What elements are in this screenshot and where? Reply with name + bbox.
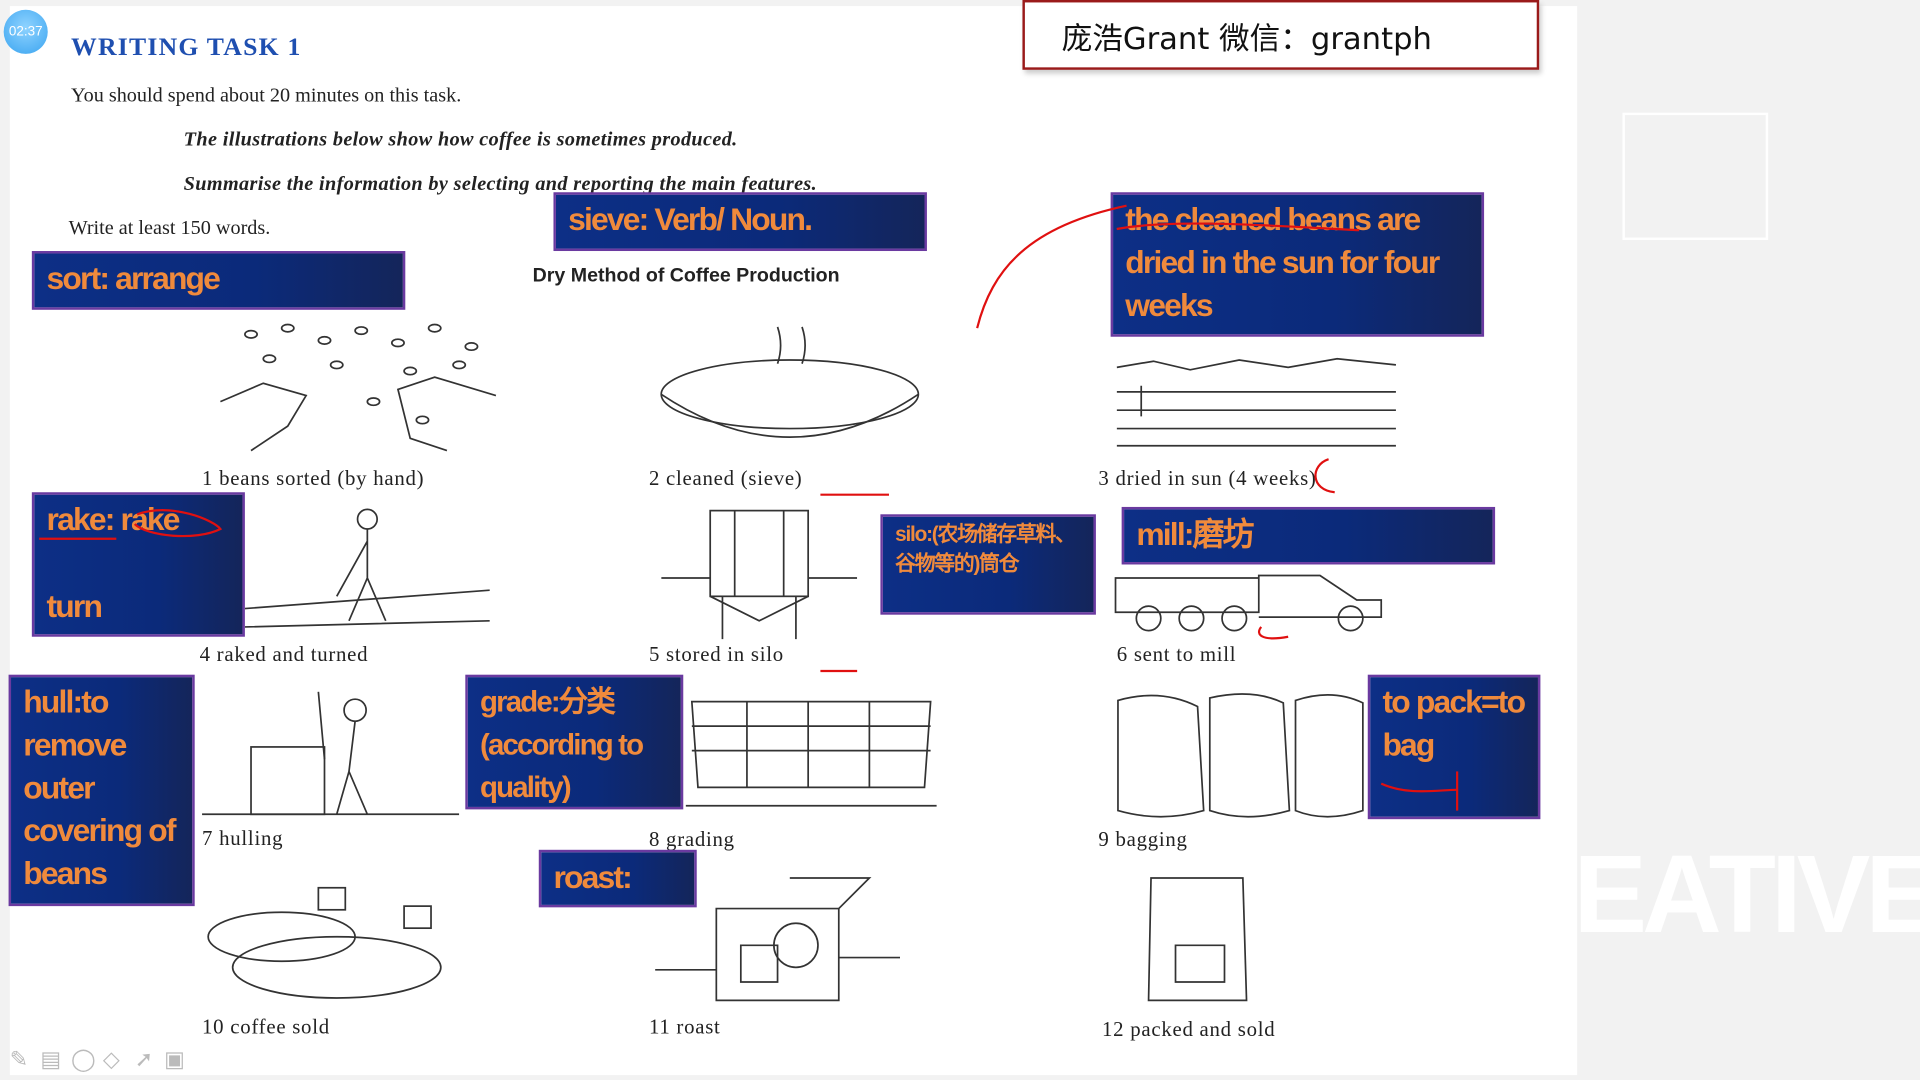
note-roast: roast: [538,849,697,908]
step-caption-6: 6 sent to mill [1116,642,1237,667]
beans-sorting-illustration [220,323,497,452]
raking-illustration [244,508,490,628]
step-caption-11: 11 roast [648,1015,721,1039]
note-hull: hull:to remove outer covering of beans [8,674,195,907]
step-caption-5: 5 stored in silo [648,642,784,667]
step-caption-1: 1 beans sorted (by hand) [202,466,425,490]
note-grade: grade:分类 (according to quality) [465,674,684,810]
word-count: Write at least 150 words. [68,215,271,239]
note-sieve: sieve: Verb/ Noun. [553,192,927,252]
whiteboard-icon[interactable]: ▤ [40,1046,62,1073]
background-decor-text: EATIVE [1573,833,1920,957]
watermark-box: 庞浩Grant 微信：grantph [1022,0,1540,70]
step-caption-4: 4 raked and turned [199,642,369,667]
prompt-1: The illustrations below show how coffee … [183,127,738,151]
hulling-illustration [202,691,460,816]
bagging-illustration [1117,693,1364,818]
sieve-illustration [660,326,920,438]
note-silo: silo:(农场储存草料、谷物等的)筒仓 [880,514,1096,615]
camera-icon[interactable]: ▣ [164,1046,185,1073]
note-sort: sort: arrange [31,251,406,310]
note-rake-line1: rake: rake [46,500,181,538]
step-caption-10: 10 coffee sold [202,1015,330,1039]
roaster-illustration [655,877,901,1002]
laptop-decoration [1622,112,1769,241]
step-caption-12: 12 packed and sold [1102,1017,1276,1041]
timer-badge[interactable]: 02:37 [3,9,48,54]
note-rake: rake: rake turn [31,492,245,637]
note-pack: to pack=to bag [1367,674,1541,820]
prompt-2: Summarise the information by selecting a… [183,171,818,195]
eraser-icon[interactable]: ◇ [102,1046,120,1073]
note-mill: mill:磨坊 [1121,506,1496,565]
note-rake-line2: turn [46,587,103,625]
sun-drying-illustration [1116,357,1397,447]
grading-illustration [685,700,937,807]
step-caption-8: 8 grading [648,827,735,852]
silo-illustration [661,509,858,640]
truck-illustration [1114,574,1383,632]
coffee-bag-illustration [1147,877,1248,1002]
pointer-icon[interactable]: ➚ [134,1046,154,1073]
instruction: You should spend about 20 minutes on thi… [71,83,462,107]
note-dried: the cleaned beans are dried in the sun f… [1110,192,1485,337]
pen-icon[interactable]: ✎ [9,1046,29,1073]
step-caption-9: 9 bagging [1098,827,1188,852]
task-title: WRITING TASK 1 [71,31,302,62]
step-caption-2: 2 cleaned (sieve) [648,466,803,490]
step-caption-3: 3 dried in sun (4 weeks) [1098,466,1317,490]
step-caption-7: 7 hulling [202,826,284,850]
coffee-sold-illustration [207,886,442,999]
diagram-title: Dry Method of Coffee Production [532,265,840,287]
laser-icon[interactable]: ◯ [71,1046,96,1073]
